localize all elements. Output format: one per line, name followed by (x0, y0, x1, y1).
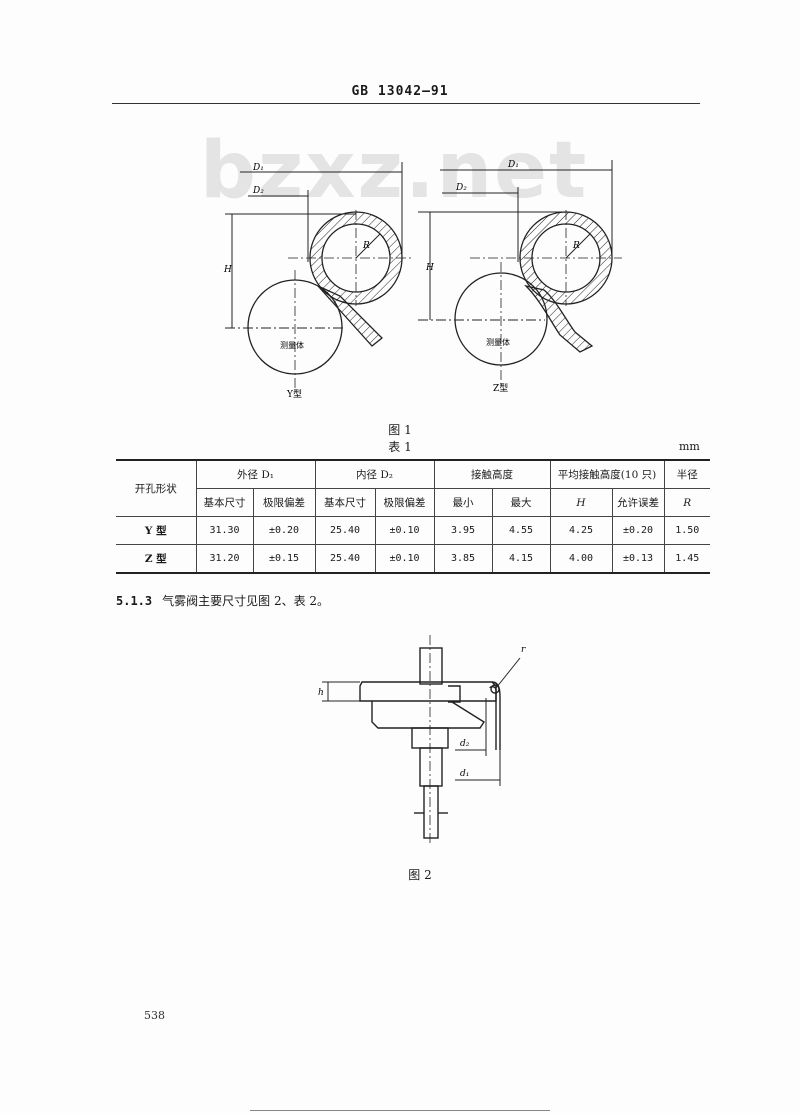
label-r: r (521, 645, 526, 655)
cell-h-tol: ±0.20 (611, 516, 665, 545)
header-d2-basic: 基本尺寸 (314, 488, 376, 517)
header-avg-contact-height: 平均接触高度(10 只) (549, 459, 665, 489)
page-number: 538 (144, 1009, 165, 1022)
label-d1-left: D₁ (252, 163, 264, 173)
header-rule (112, 103, 700, 104)
figure-1-left-y-type (225, 162, 412, 390)
label-h-left: H (223, 265, 232, 275)
label-h-right: H (425, 263, 434, 273)
cell-h-avg: 4.25 (549, 516, 613, 545)
header-d1-tolerance: 极限偏差 (252, 488, 316, 517)
cell-r: 1.45 (663, 544, 710, 574)
table-1-title: 表 1 (388, 440, 412, 454)
header-shape: 开孔形状 (116, 459, 197, 517)
cell-d1-tol: ±0.20 (252, 516, 316, 545)
measuring-body-label-right: 测量体 (486, 337, 510, 347)
label-r-left: R (362, 241, 370, 251)
cell-d1-tol: ±0.15 (252, 544, 316, 574)
label-h: h (318, 688, 324, 698)
cell-d1-basic: 31.20 (195, 544, 254, 574)
section-5-1-3: 5.1.3 气雾阀主要尺寸见图 2、表 2。 (116, 592, 329, 609)
header-contact-height: 接触高度 (433, 459, 551, 489)
cell-d2-basic: 25.40 (314, 544, 376, 574)
cell-d2-tol: ±0.10 (374, 516, 435, 545)
table-row: Z 型 31.20 ±0.15 25.40 ±0.10 3.85 4.15 4.… (116, 544, 710, 574)
cell-shape: Z 型 (116, 544, 197, 574)
header-r: R (663, 488, 710, 517)
cell-d2-basic: 25.40 (314, 516, 376, 545)
label-d2-right: D₂ (455, 183, 467, 193)
table-1: 开孔形状 外径 D₁ 内径 D₂ 接触高度 平均接触高度(10 只) 半径 基本… (116, 459, 710, 574)
section-number: 5.1.3 (116, 594, 153, 608)
cell-h-max: 4.55 (491, 516, 551, 545)
cell-h-tol: ±0.13 (611, 544, 665, 574)
table-row: Y 型 31.30 ±0.20 25.40 ±0.10 3.95 4.55 4.… (116, 516, 710, 545)
standard-code-header: GB 13042—91 (351, 84, 449, 99)
table-header-row-1: 开孔形状 外径 D₁ 内径 D₂ 接触高度 平均接触高度(10 只) 半径 (116, 459, 710, 517)
figure-1-diagram: D₁ D₂ H R 测量体 Y型 D₁ D₂ H R 测量体 Z型 (223, 160, 622, 400)
figure-2-valve-diagram: h r d₂ d₁ (318, 635, 526, 845)
header-d2-tolerance: 极限偏差 (374, 488, 435, 517)
header-max: 最大 (491, 488, 551, 517)
header-allowed-error: 允许误差 (611, 488, 665, 517)
header-outer-diameter: 外径 D₁ (195, 459, 316, 489)
header-radius: 半径 (663, 459, 710, 489)
figure-1-caption: 图 1 (388, 423, 412, 437)
cell-h-min: 3.95 (433, 516, 493, 545)
watermark: bzxz.net (200, 126, 589, 216)
figure-1-right-z-type (418, 160, 622, 386)
cell-h-avg: 4.00 (549, 544, 613, 574)
figure-2-caption: 图 2 (408, 868, 432, 882)
z-type-label: Z型 (493, 383, 508, 394)
cell-r: 1.50 (663, 516, 710, 545)
header-d1-basic: 基本尺寸 (196, 488, 254, 517)
cell-h-max: 4.15 (491, 544, 551, 574)
header-min: 最小 (433, 488, 493, 517)
measuring-body-label-left: 测量体 (280, 340, 304, 350)
section-body: 气雾阀主要尺寸见图 2、表 2。 (162, 594, 330, 608)
header-inner-diameter: 内径 D₂ (314, 459, 435, 489)
label-d2-left: D₂ (252, 186, 264, 196)
cell-h-min: 3.85 (433, 544, 493, 574)
y-type-label: Y型 (286, 389, 302, 400)
label-d1: d₁ (460, 769, 469, 779)
cell-d2-tol: ±0.10 (374, 544, 435, 574)
cell-shape: Y 型 (116, 516, 197, 545)
label-d1-right: D₁ (507, 160, 519, 170)
header-h: H (549, 488, 613, 517)
label-r-right: R (572, 241, 580, 251)
label-d2: d₂ (460, 739, 470, 749)
table-1-units: mm (679, 440, 700, 453)
cell-d1-basic: 31.30 (195, 516, 254, 545)
footer-rule (250, 1110, 550, 1111)
table-header-row-2: 基本尺寸 极限偏差 基本尺寸 极限偏差 最小 最大 H 允许误差 R (116, 488, 710, 517)
